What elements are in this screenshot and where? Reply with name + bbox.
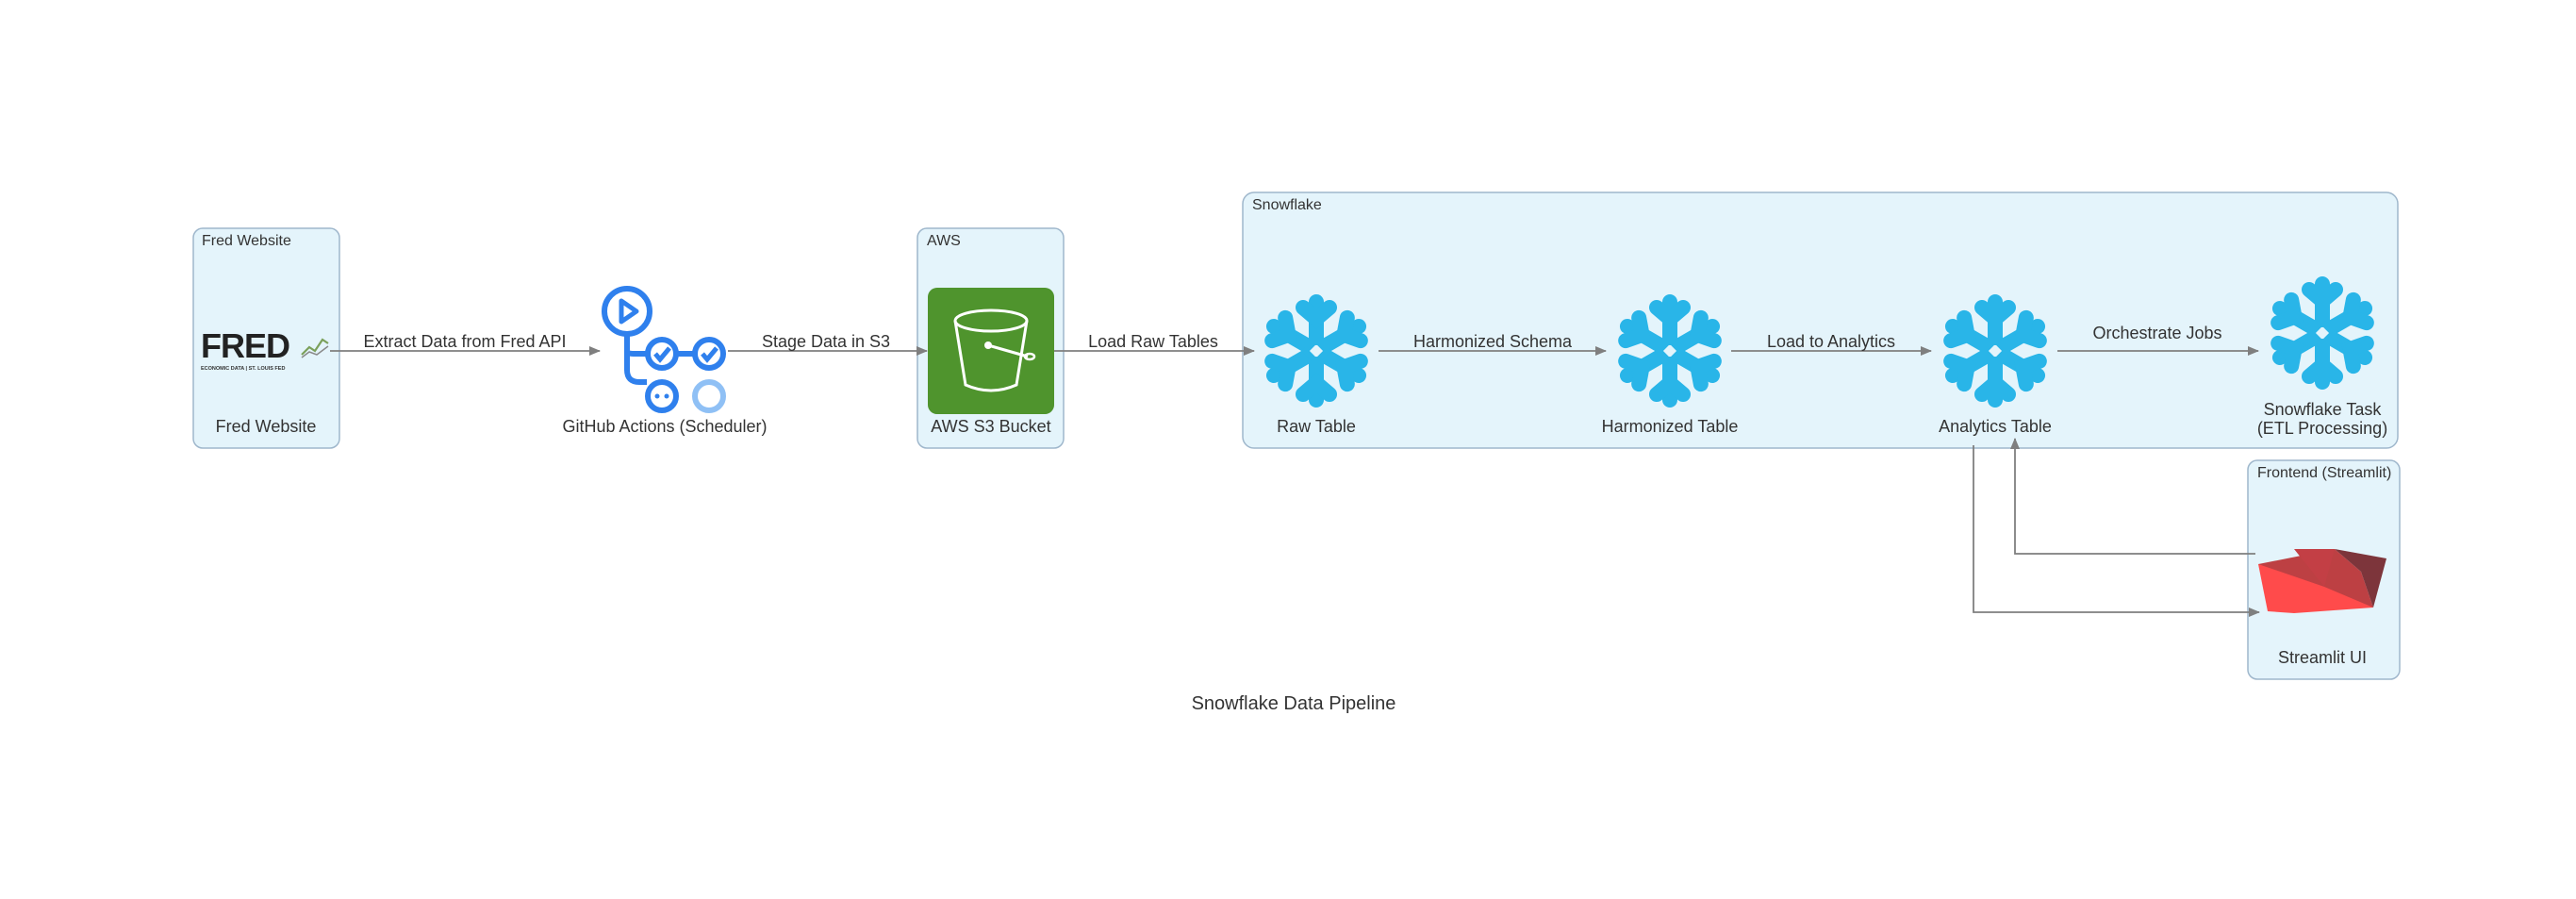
cluster-snowflake: Snowflake (1242, 191, 2399, 449)
fred-wordmark: FRED (201, 326, 289, 365)
edge-load-analytics: Load to Analytics (1731, 332, 1932, 356)
edge-label-orchestrate: Orchestrate Jobs (2092, 324, 2221, 342)
edge-orchestrate: Orchestrate Jobs (2057, 324, 2259, 356)
cluster-label-fred: Fred Website (202, 233, 291, 249)
edge-extract: Extract Data from Fred API (330, 332, 601, 356)
edge-label-load-analytics: Load to Analytics (1767, 332, 1895, 351)
edge-analytics-to-streamlit (1973, 445, 2260, 617)
node-streamlit-ui: Streamlit UI (2258, 549, 2386, 667)
node-s3-bucket: AWS S3 Bucket (928, 288, 1054, 436)
cluster-label-aws: AWS (927, 233, 961, 249)
edge-harmonized: Harmonized Schema (1379, 332, 1607, 356)
github-actions-icon (602, 286, 726, 413)
edge-label-extract: Extract Data from Fred API (363, 332, 566, 351)
streamlit-boat-icon (2258, 549, 2386, 613)
node-analytics-table: Analytics Table (1939, 302, 2052, 436)
node-label-fred-website: Fred Website (216, 417, 317, 436)
node-label-snowflake-task-line2: (ETL Processing) (2257, 419, 2387, 438)
cluster-label-frontend: Frontend (Streamlit) (2257, 465, 2391, 481)
node-label-snowflake-task-line1: Snowflake Task (2264, 400, 2383, 419)
node-fred-website: FRED ECONOMIC DATA | ST. LOUIS FED Fred … (201, 326, 329, 436)
node-raw-table: Raw Table (1267, 302, 1365, 436)
node-label-analytics-table: Analytics Table (1939, 417, 2052, 436)
node-snowflake-task: Snowflake Task (ETL Processing) (2257, 284, 2387, 438)
fred-logo: FRED ECONOMIC DATA | ST. LOUIS FED (201, 326, 329, 372)
node-label-harmonized-table: Harmonized Table (1602, 417, 1739, 436)
node-github-actions: GitHub Actions (Scheduler) (562, 286, 768, 436)
edge-label-load-raw: Load Raw Tables (1088, 332, 1218, 351)
node-label-s3-bucket: AWS S3 Bucket (931, 417, 1050, 436)
edge-streamlit-to-analytics (2010, 438, 2255, 555)
fred-subtitle: ECONOMIC DATA | ST. LOUIS FED (201, 366, 285, 372)
node-label-github-actions: GitHub Actions (Scheduler) (562, 417, 767, 436)
edge-label-stage: Stage Data in S3 (762, 332, 890, 351)
node-harmonized-table: Harmonized Table (1602, 302, 1739, 436)
diagram-title: Snowflake Data Pipeline (1192, 693, 1396, 714)
edge-stage: Stage Data in S3 (728, 332, 928, 356)
aws-s3-bucket-icon (928, 288, 1054, 414)
node-label-raw-table: Raw Table (1277, 417, 1356, 436)
edge-label-harmonized: Harmonized Schema (1413, 332, 1573, 351)
node-label-streamlit-ui: Streamlit UI (2278, 648, 2367, 667)
edge-load-raw: Load Raw Tables (1053, 332, 1255, 356)
cluster-label-snowflake: Snowflake (1252, 197, 1322, 213)
cluster-fred-website: Fred Website (192, 227, 340, 449)
